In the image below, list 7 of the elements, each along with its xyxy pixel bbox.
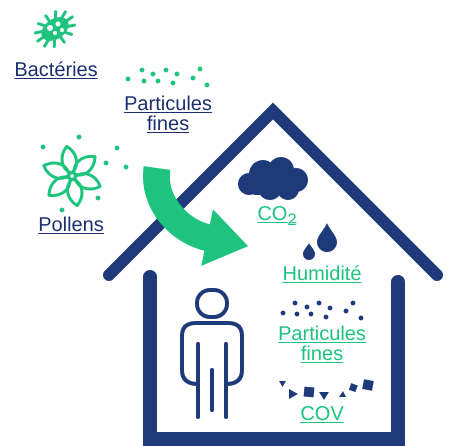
pollutant-label: Particules fines	[124, 94, 212, 134]
pollutant-label: Humidité	[282, 264, 362, 284]
pollutant-label: CO$_{2}$	[257, 204, 297, 230]
pollutant-label: COV	[300, 404, 344, 424]
pollutant-label: Particules fines	[278, 324, 366, 364]
pollutant-label: Pollens	[38, 215, 104, 235]
pollutant-label: Bactéries	[14, 60, 98, 80]
